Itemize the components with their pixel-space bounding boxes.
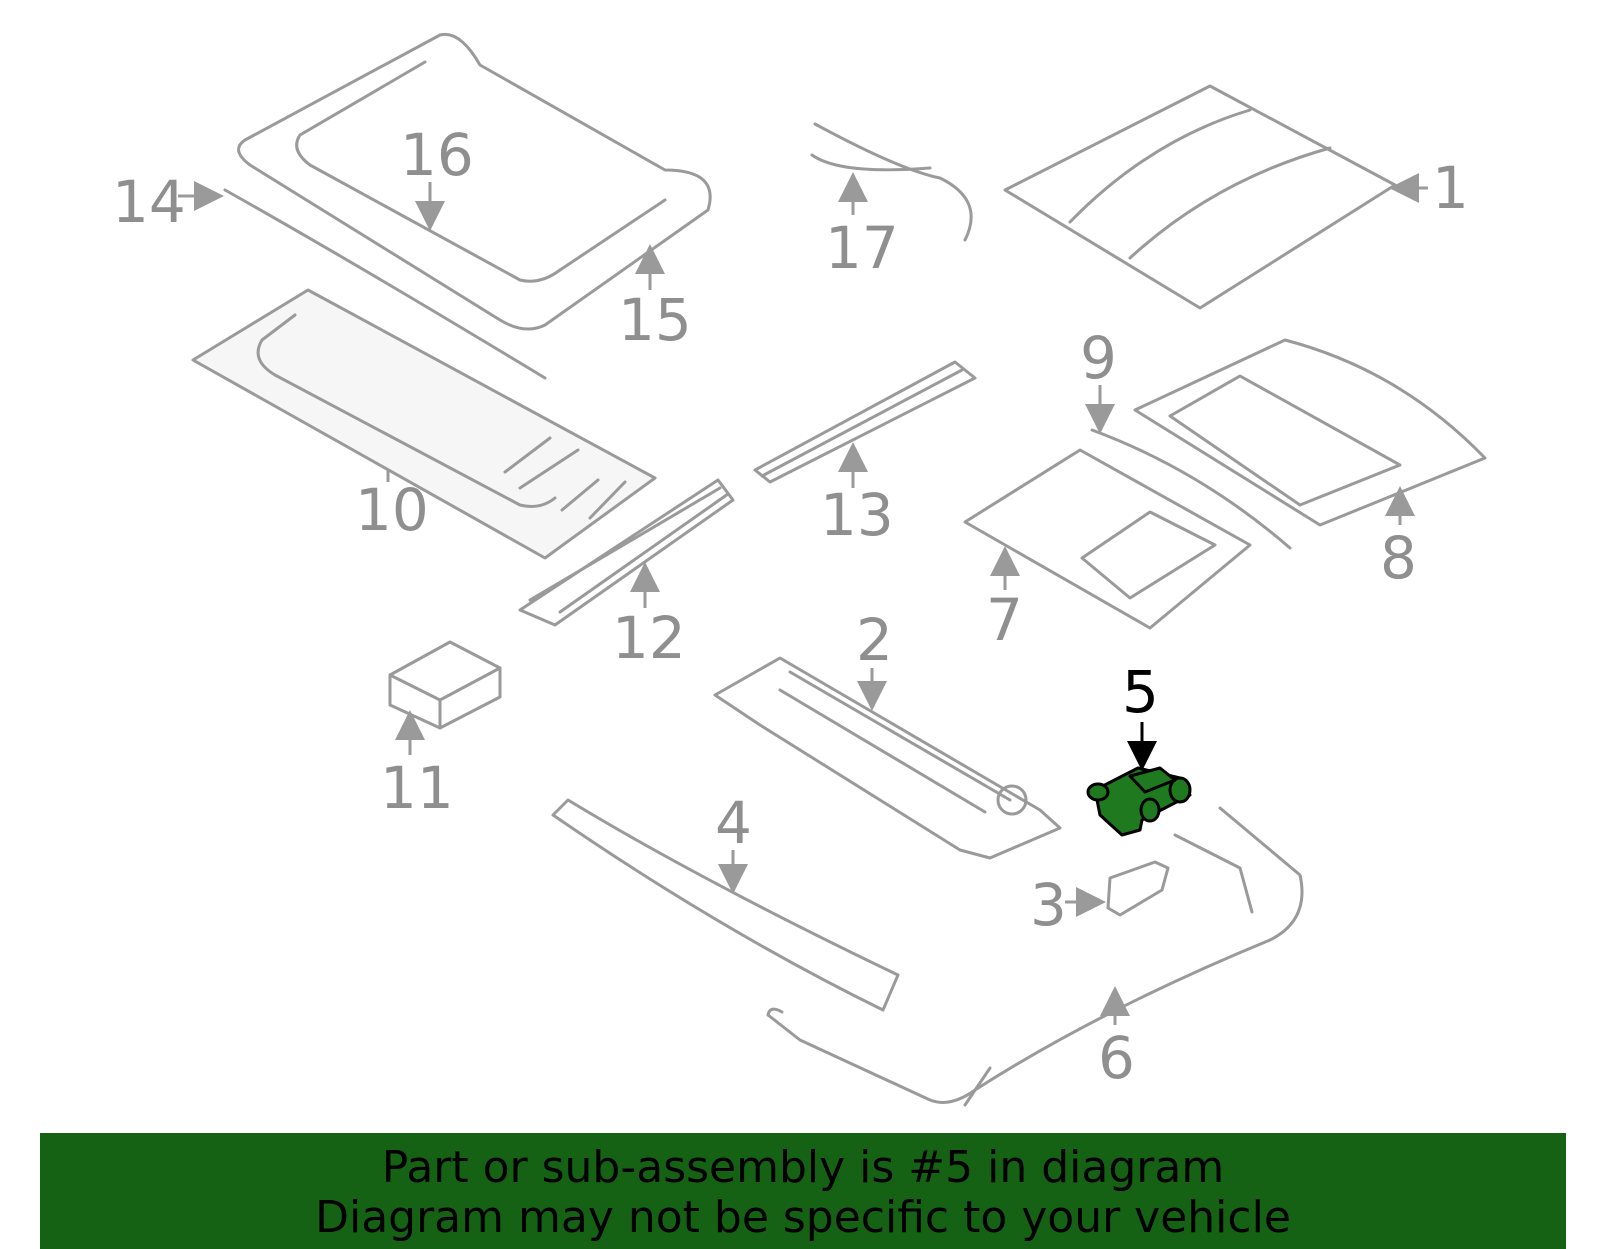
callout-17: 17 xyxy=(825,214,899,282)
part-3-bracket xyxy=(1106,860,1170,917)
leader-lines xyxy=(178,172,1428,1025)
part-4-trim-strip xyxy=(551,798,900,1012)
part-8-glass-panel xyxy=(1133,338,1487,527)
callout-13: 13 xyxy=(820,481,894,549)
part-6-harness xyxy=(766,806,1304,1107)
banner-line-2: Diagram may not be specific to your vehi… xyxy=(315,1192,1291,1243)
callout-4: 4 xyxy=(715,789,752,857)
part-11-box xyxy=(388,640,502,730)
part-1-roof-panel xyxy=(1003,84,1397,310)
part-14-weatherstrip xyxy=(223,188,547,380)
callout-12: 12 xyxy=(612,604,686,672)
part-10-kit xyxy=(191,288,657,560)
part-15-16-frame xyxy=(237,32,712,331)
callout-15: 15 xyxy=(618,286,692,354)
part-7-glass-panel xyxy=(963,448,1252,630)
callout-9: 9 xyxy=(1080,324,1117,392)
callout-6: 6 xyxy=(1098,1024,1135,1092)
callout-3: 3 xyxy=(1030,871,1067,939)
callout-8: 8 xyxy=(1380,524,1417,592)
callout-16: 16 xyxy=(400,121,474,189)
callout-14: 14 xyxy=(112,168,186,236)
callout-11: 11 xyxy=(380,754,454,822)
banner-line-1: Part or sub-assembly is #5 in diagram xyxy=(381,1142,1225,1193)
part-2-housing xyxy=(713,656,1062,860)
part-5-motor-highlighted xyxy=(1086,766,1192,837)
part-9-seal xyxy=(1090,428,1292,550)
callout-7: 7 xyxy=(986,586,1023,654)
callout-1: 1 xyxy=(1432,154,1469,222)
callout-2: 2 xyxy=(856,606,893,674)
parts-diagram: 1 2 3 4 5 6 7 8 9 10 11 12 13 14 15 16 1… xyxy=(112,32,1487,1107)
info-banner: Part or sub-assembly is #5 in diagram Di… xyxy=(40,1133,1566,1249)
callout-5-highlighted: 5 xyxy=(1122,658,1159,726)
part-13-rail xyxy=(753,360,977,484)
part-17-seal-strip xyxy=(810,122,973,242)
callout-10: 10 xyxy=(355,476,429,544)
part-12-rail xyxy=(518,478,735,627)
